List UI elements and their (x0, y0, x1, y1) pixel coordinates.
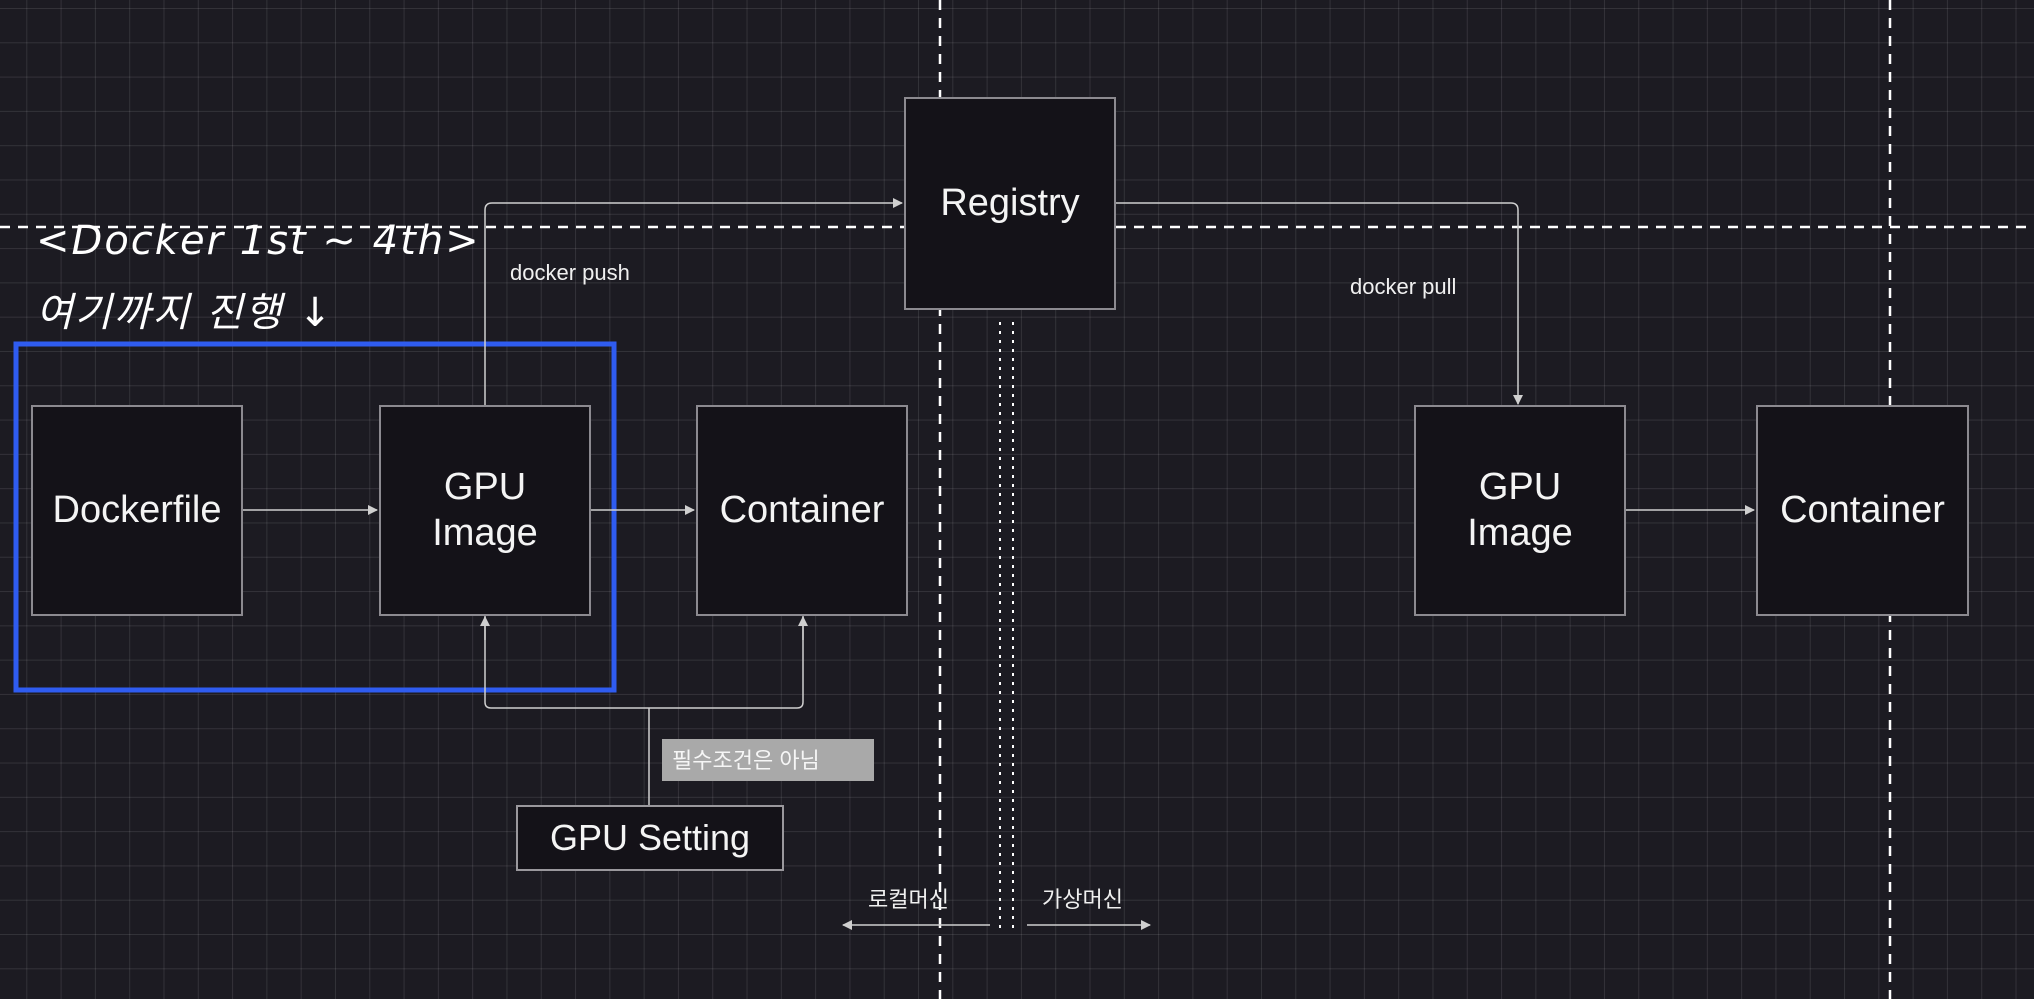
highlight-frame (13, 341, 617, 693)
optional-note: 필수조건은 아님 (662, 739, 874, 781)
edge-push (484, 198, 903, 405)
node-registry-label: Registry (940, 181, 1080, 224)
node-container-remote[interactable]: Container (1756, 405, 1969, 616)
edge-pull (1115, 202, 1523, 405)
edge-label-pull: docker pull (1350, 274, 1457, 299)
node-gpu-image-local-label: GPU Image (432, 465, 538, 554)
node-container-local[interactable]: Container (696, 405, 908, 616)
region-label-virtual: 가상머신 (1042, 887, 1123, 912)
edge-label-push: docker push (510, 260, 630, 285)
node-gpu-setting[interactable]: GPU Setting (516, 805, 784, 871)
node-container-remote-label: Container (1780, 488, 1945, 531)
node-registry[interactable]: Registry (904, 97, 1116, 310)
node-container-local-label: Container (719, 488, 885, 531)
node-gpu-image-remote[interactable]: GPU Image (1414, 405, 1626, 616)
node-gpu-setting-label: GPU Setting (549, 817, 751, 858)
annotation-line1: <Docker 1st ~ 4th> (36, 218, 481, 264)
region-label-local: 로컬머신 (868, 887, 949, 912)
node-gpu-image-local[interactable]: GPU Image (379, 405, 591, 616)
node-dockerfile[interactable]: Dockerfile (31, 405, 243, 616)
annotation-line2: 여기까지 진행 ↓ (36, 290, 334, 336)
node-gpu-image-remote-label: GPU Image (1467, 465, 1573, 554)
edge-setting-bracket (484, 616, 804, 709)
node-dockerfile-label: Dockerfile (52, 488, 222, 531)
